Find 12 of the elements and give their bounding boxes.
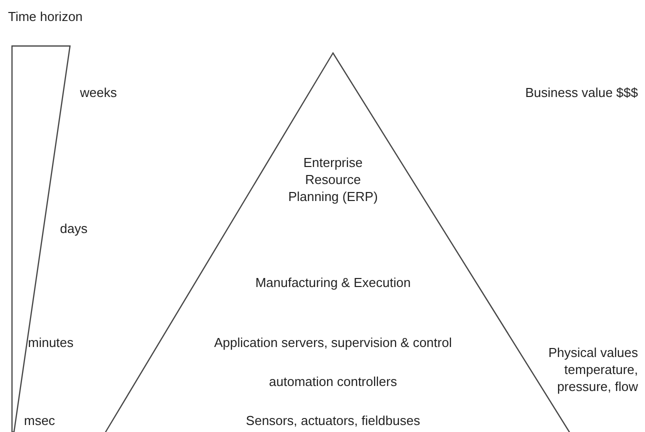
layer-label: Enterprise Resource Planning (ERP)	[288, 154, 378, 205]
side-note: Business value $$$	[524, 84, 638, 101]
layer-label: automation controllers	[268, 373, 398, 390]
layer-label: Application servers, supervision & control	[213, 334, 453, 351]
time-label: weeks	[80, 84, 117, 101]
layer-label: Manufacturing & Execution	[254, 274, 412, 291]
time-label: days	[60, 220, 88, 237]
side-note: Physical values temperature, pressure, flow	[547, 344, 638, 395]
time-label: minutes	[28, 334, 74, 351]
layer-label: Sensors, actuators, fieldbuses	[244, 412, 422, 429]
axis-title: Time horizon	[8, 8, 83, 25]
time-label: msec	[24, 412, 56, 429]
